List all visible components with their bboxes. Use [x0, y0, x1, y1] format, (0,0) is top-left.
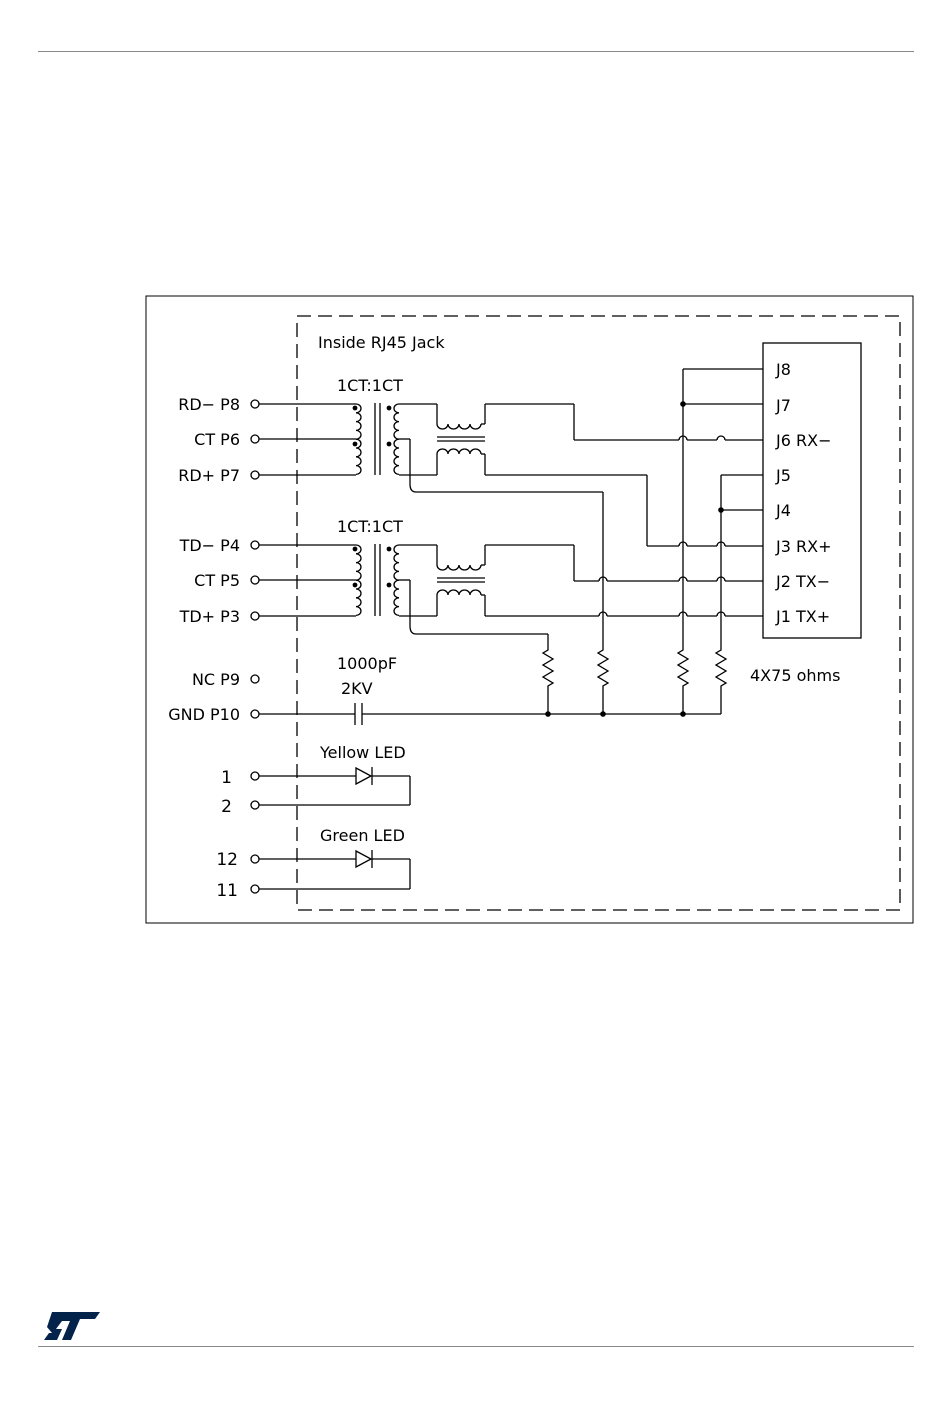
transformer-top-ratio: 1CT:1CT: [337, 376, 403, 395]
pin-label-12: 12: [216, 850, 238, 870]
capacitor-voltage: 2KV: [341, 679, 373, 698]
jack-j5: J5: [775, 466, 791, 485]
termination-network: [259, 369, 763, 725]
enclosure-label: Inside RJ45 Jack: [318, 333, 445, 352]
jack-j3: J3 RX+: [775, 537, 831, 556]
green-led-circuit: [259, 850, 410, 889]
pin-label-gnd: GND P10: [168, 705, 240, 724]
pin-label-nc: NC P9: [192, 670, 240, 689]
footer-rule: [38, 1346, 914, 1347]
resistor-label: 4X75 ohms: [750, 666, 840, 685]
resistor-2: [598, 646, 608, 690]
pin-label-2: 2: [221, 797, 232, 817]
pin-label-ct-bottom: CT P5: [194, 571, 240, 590]
transformer-bottom: [259, 544, 763, 634]
resistor-4: [716, 646, 726, 690]
yellow-led-label: Yellow LED: [319, 743, 406, 762]
transformer-bottom-ratio: 1CT:1CT: [337, 517, 403, 536]
pin-label-td-minus: TD− P4: [179, 536, 240, 555]
jack-j7: J7: [775, 396, 791, 415]
pin-label-ct-top: CT P6: [194, 430, 240, 449]
jack-j8: J8: [775, 360, 791, 379]
pin-label-1: 1: [221, 768, 232, 788]
yellow-led-circuit: [259, 767, 410, 805]
pin-terminals: [251, 400, 259, 893]
st-logo: [42, 1310, 102, 1342]
green-led-label: Green LED: [320, 826, 405, 845]
rj45-jack-box: [763, 343, 861, 638]
junction-dots: [353, 401, 724, 717]
jack-j4: J4: [775, 501, 791, 520]
pin-label-rd-plus: RD+ P7: [178, 466, 240, 485]
transformer-top: [259, 403, 763, 546]
jack-j1: J1 TX+: [775, 607, 830, 626]
pin-label-td-plus: TD+ P3: [179, 607, 240, 626]
jack-j6: J6 RX−: [775, 431, 831, 450]
pin-label-11: 11: [216, 881, 238, 901]
jack-j2: J2 TX−: [775, 572, 830, 591]
pin-label-rd-minus: RD− P8: [178, 395, 240, 414]
resistor-3: [678, 646, 688, 690]
resistor-1: [543, 646, 553, 690]
capacitor-value: 1000pF: [337, 654, 397, 673]
